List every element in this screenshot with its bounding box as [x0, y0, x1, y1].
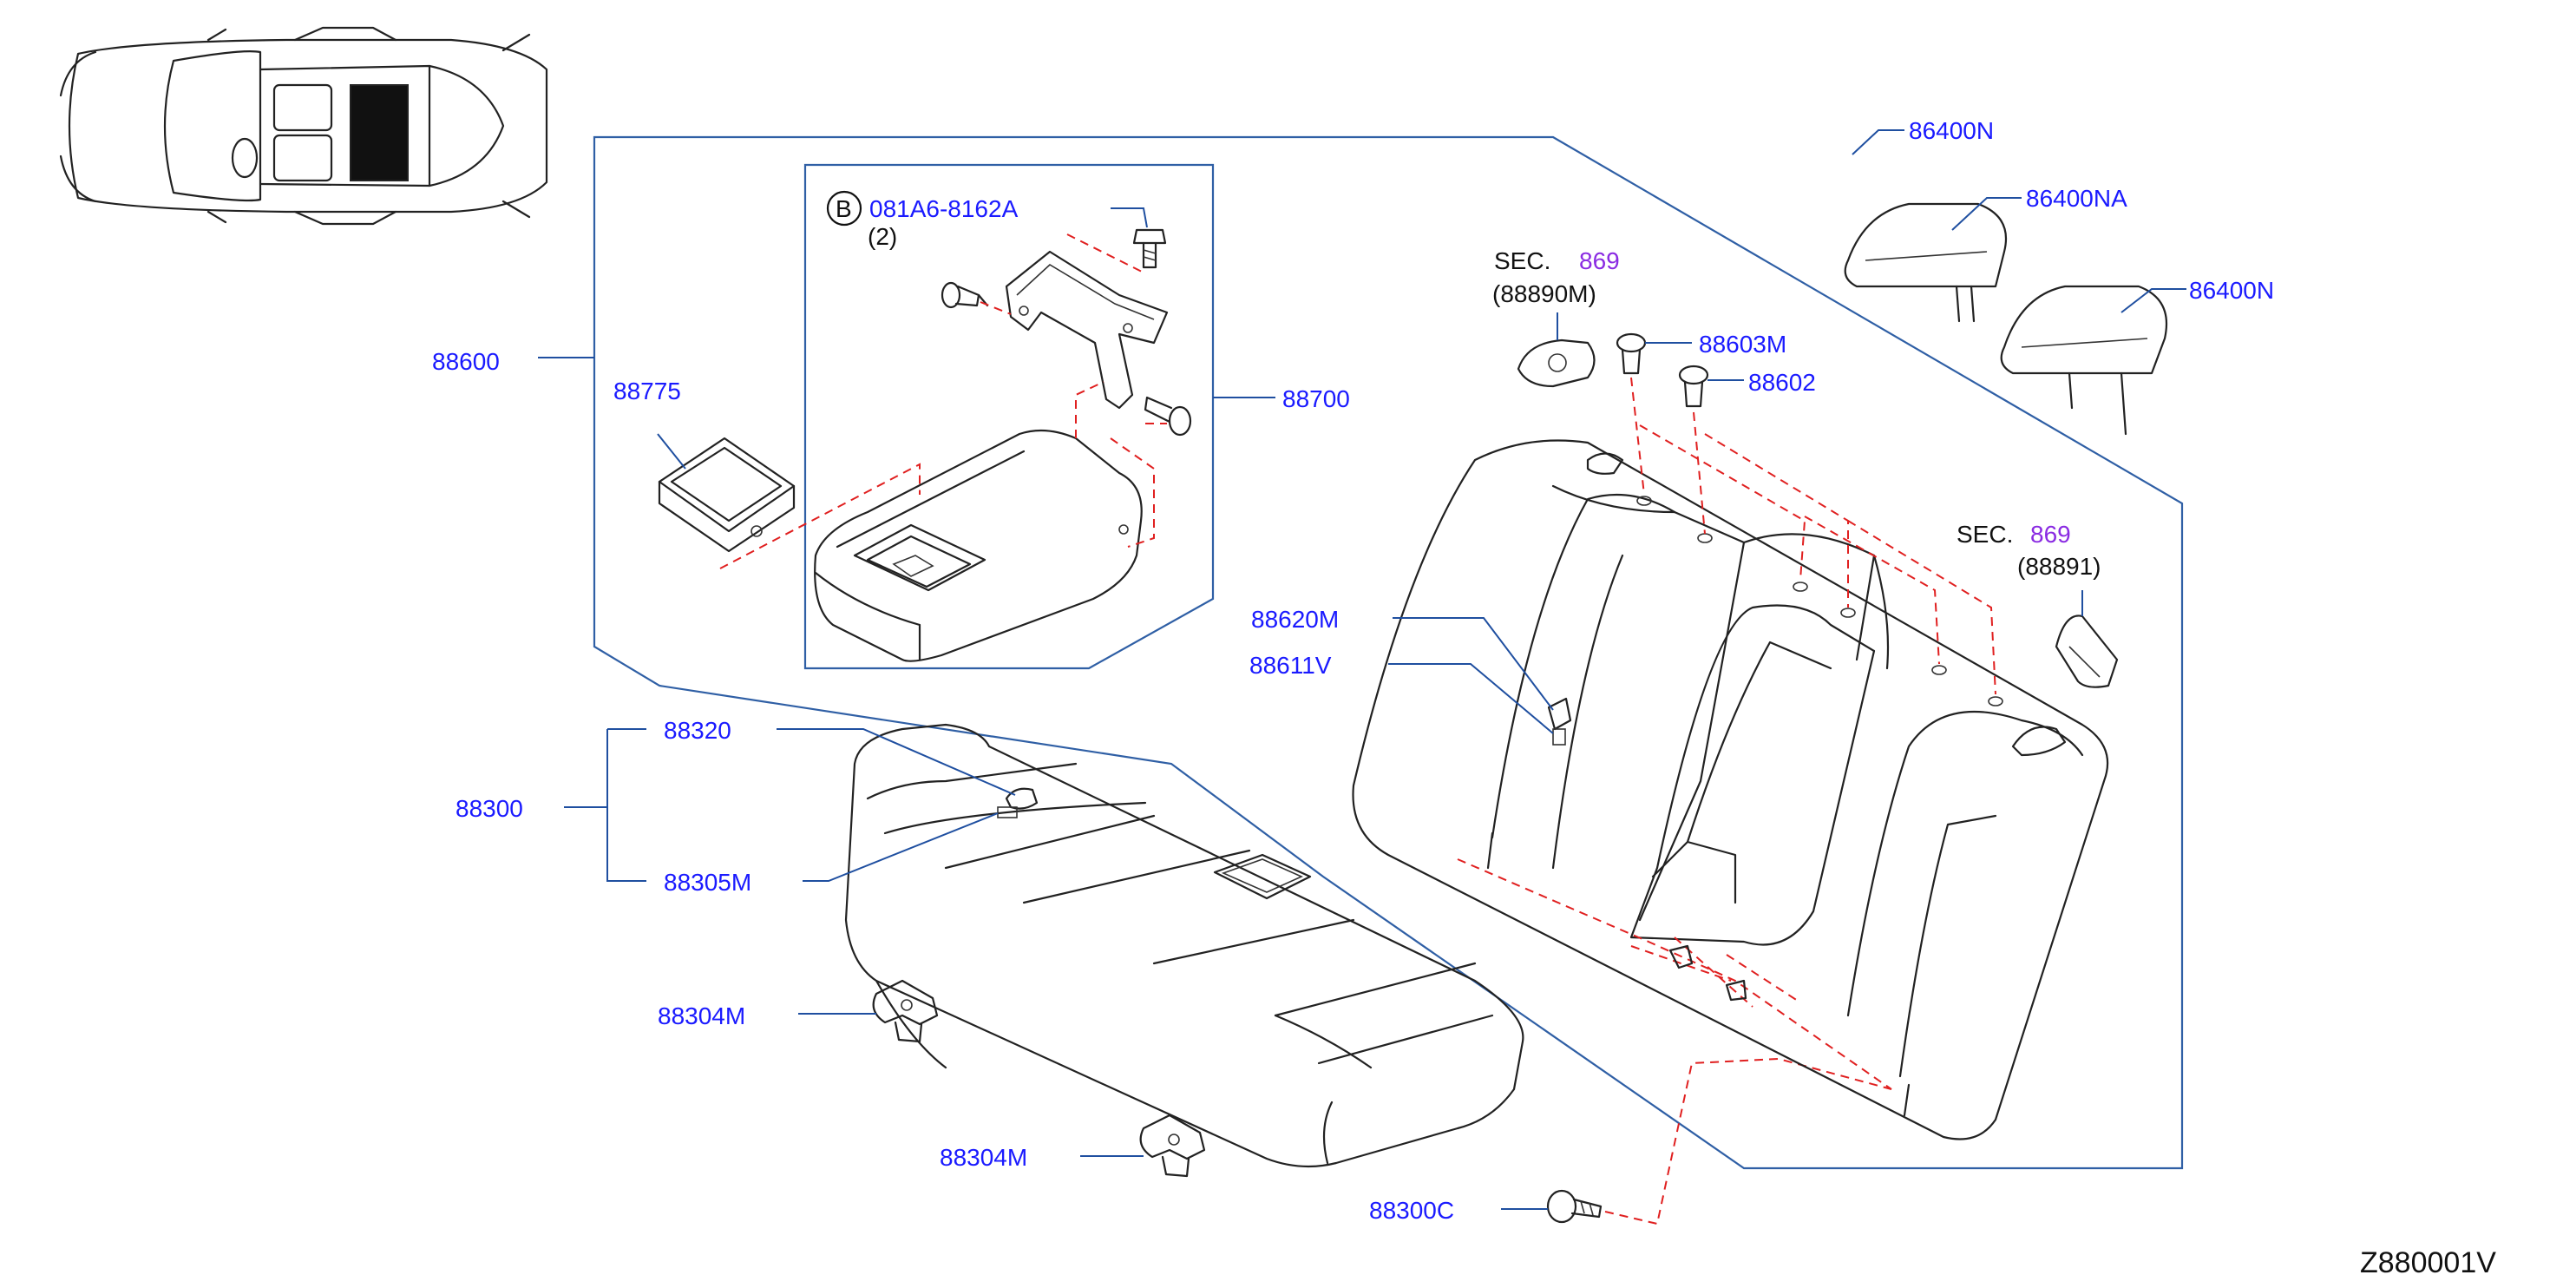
diagram-reference-code: Z880001V — [2360, 1246, 2496, 1279]
cup-holder-part[interactable] — [658, 437, 796, 553]
cushion-clip-part[interactable] — [872, 979, 939, 1043]
armrest-subassembly-boundary — [803, 163, 1215, 670]
vehicle-locator-icon — [59, 26, 548, 226]
part-label-86400NA[interactable]: 86400NA — [2026, 185, 2127, 212]
headrest-part[interactable] — [1844, 202, 2008, 323]
bolt-icon[interactable] — [1132, 228, 1167, 269]
section-ref-link[interactable]: 869 — [2030, 521, 2071, 548]
cushion-clip-part[interactable] — [1139, 1114, 1206, 1178]
section-ref-prefix: SEC. — [1494, 247, 1550, 274]
part-label-88300C[interactable]: 88300C — [1369, 1197, 1454, 1224]
bracket-guide — [980, 233, 1167, 548]
armrest-part[interactable] — [814, 429, 1143, 662]
seat-back-part[interactable] — [1352, 439, 2109, 1140]
part-label-86400N[interactable]: 86400N — [1909, 117, 1994, 144]
section-ref-part: (88891) — [2017, 553, 2101, 580]
part-label-081A6-8162A[interactable]: 081A6-8162A — [869, 195, 1019, 222]
part-label-88305M[interactable]: 88305M — [664, 869, 751, 896]
seat-pin-part[interactable] — [1678, 365, 1709, 408]
part-label-88304M[interactable]: 88304M — [658, 1002, 745, 1029]
part-quantity: (2) — [868, 223, 897, 250]
seat-latch-part[interactable] — [2055, 614, 2119, 688]
part-label-88620M[interactable]: 88620M — [1251, 606, 1339, 633]
bolt-guide — [1604, 1057, 1892, 1226]
part-label-88603M[interactable]: 88603M — [1699, 331, 1786, 358]
part-label-88320[interactable]: 88320 — [664, 717, 731, 744]
part-label-88602[interactable]: 88602 — [1748, 369, 1816, 396]
part-label-88700[interactable]: 88700 — [1282, 385, 1350, 412]
part-label-88775[interactable]: 88775 — [613, 378, 681, 404]
section-ref-link[interactable]: 869 — [1579, 247, 1620, 274]
seat-tag-part[interactable] — [1547, 697, 1572, 746]
cup-holder-guide — [719, 463, 921, 569]
assembly-boundary — [593, 135, 2184, 1170]
bolt-icon[interactable] — [1144, 396, 1192, 437]
bolt-icon[interactable] — [1546, 1189, 1603, 1224]
seat-latch-part[interactable] — [1517, 338, 1596, 388]
bolt-icon[interactable] — [941, 281, 989, 309]
part-label-86400N[interactable]: 86400N — [2189, 277, 2274, 304]
headrest-part[interactable] — [2000, 285, 2168, 436]
part-label-88300[interactable]: 88300 — [456, 795, 523, 822]
part-label-88304M[interactable]: 88304M — [940, 1144, 1027, 1171]
seat-back-hook-part[interactable] — [1668, 944, 1747, 1002]
callout-letter: B — [836, 195, 852, 222]
seat-cushion-part[interactable] — [844, 723, 1524, 1168]
leader-lines — [538, 129, 2186, 1210]
part-label-88600[interactable]: 88600 — [432, 348, 500, 375]
bolt-callout-badge: B — [826, 190, 862, 227]
part-label-88611V[interactable]: 88611V — [1249, 652, 1332, 679]
section-ref-prefix: SEC. — [1957, 521, 2013, 548]
seat-pin-part[interactable] — [1616, 332, 1647, 375]
section-ref-part: (88890M) — [1492, 280, 1596, 307]
armrest-bracket-part[interactable] — [1005, 250, 1169, 410]
